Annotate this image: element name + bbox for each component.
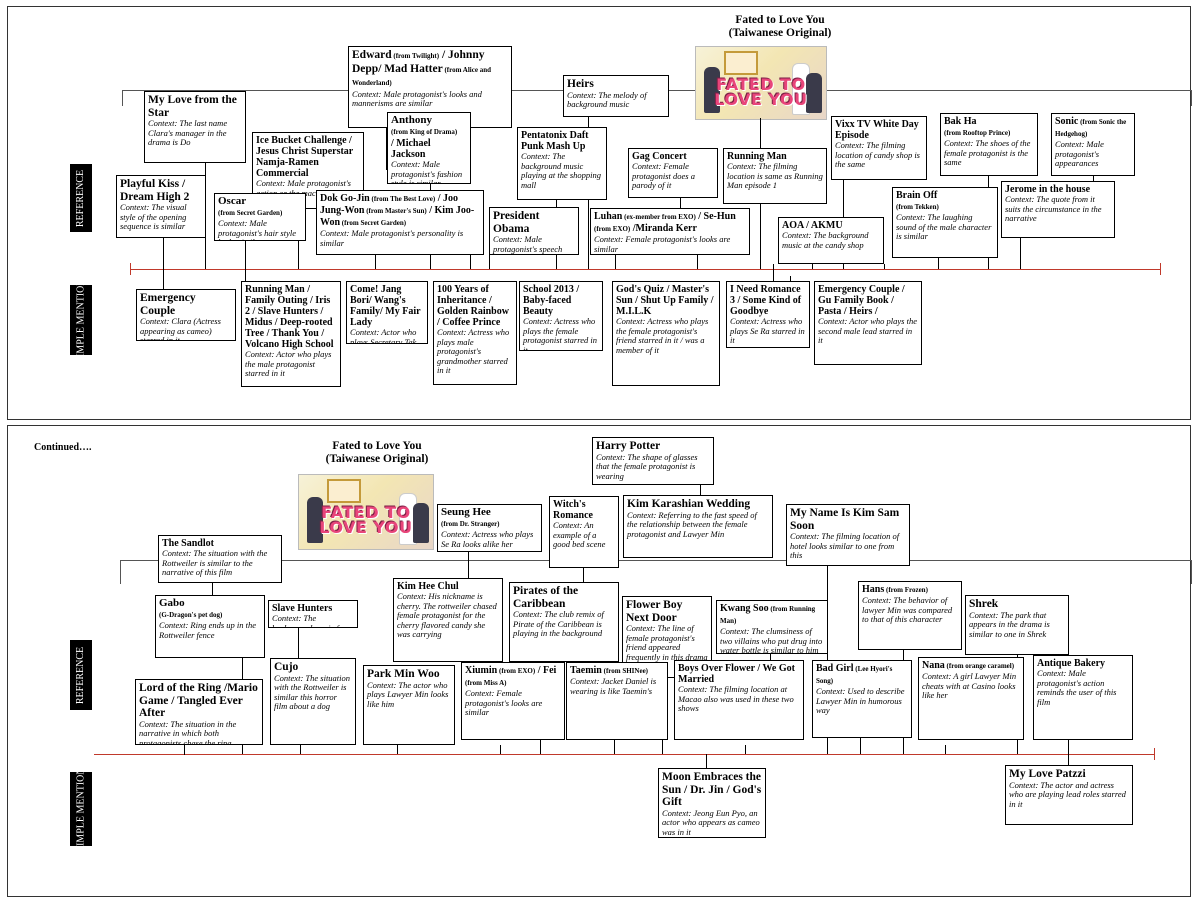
- ref-kwang-soo: Kwang Soo (from Running Man) Context: Th…: [716, 600, 828, 654]
- poster-image-2: FATED TO LOVE YOU: [298, 474, 434, 550]
- poster-title-text: Fated to Love You: [735, 14, 825, 26]
- poster-subtitle-text: (Taiwanese Original): [728, 27, 832, 39]
- mention-come-jang-bori: Come! Jang Bori/ Wang's Family/ My Fair …: [346, 281, 428, 344]
- ref-brain-off: Brain Off(from Tekken) Context: The laug…: [892, 187, 998, 258]
- ref-hans: Hans (from Frozen) Context: The behavior…: [858, 581, 962, 650]
- mention-gods-quiz: God's Quiz / Master's Sun / Shut Up Fami…: [612, 281, 720, 386]
- ref-dok-go-jin: Dok Go-Jin (from The Best Love) / Joo Ju…: [316, 190, 484, 255]
- ref-seung-hee: Seung Hee(from Dr. Stranger) Context: Ac…: [437, 504, 542, 552]
- ref-bad-girl: Bad Girl (Lee Hyori's Song) Context: Use…: [812, 660, 912, 738]
- mention-emergency-couple-2: Emergency Couple / Gu Family Book / Past…: [814, 281, 922, 365]
- reference-label-2: REFERENCE: [70, 640, 92, 710]
- poster-logo: FATED TO LOVE YOU: [714, 75, 808, 109]
- poster-image: FATED TO LOVE YOU: [695, 46, 827, 120]
- timeline-bottom: [94, 754, 1154, 755]
- continued-label: Continued….: [34, 442, 92, 453]
- simple-mention-label-2: SIMPLE MENTION: [70, 767, 92, 851]
- ref-luhan: Luhan (ex-member from EXO) / Se-Hun (fro…: [590, 208, 750, 255]
- mention-running-man-family: Running Man / Family Outing / Iris 2 / S…: [241, 281, 341, 387]
- mention-100-years: 100 Years of Inheritance / Golden Rainbo…: [433, 281, 517, 385]
- ref-lord-of-the-ring: Lord of the Ring /Mario Game / Tangled E…: [135, 679, 263, 745]
- poster-title: Fated to Love You (Taiwanese Original): [700, 14, 860, 40]
- timeline-top: [130, 269, 1160, 270]
- ref-bak-ha: Bak Ha(from Rooftop Prince) Context: The…: [940, 113, 1038, 176]
- ref-gabo: Gabo(G-Dragon's pet dog) Context: Ring e…: [155, 595, 265, 658]
- simple-mention-label: SIMPLE MENTION: [70, 278, 92, 362]
- ref-sonic: Sonic (from Sonic the Hedgehog) Context:…: [1051, 113, 1135, 176]
- reference-label: REFERENCE: [70, 164, 92, 232]
- bottom-brace: [120, 560, 1192, 561]
- poster-title-2: Fated to Love You(Taiwanese Original): [325, 440, 429, 465]
- ref-anthony: Anthony(from King of Drama)/ Michael Jac…: [387, 112, 471, 184]
- ref-oscar: Oscar(from Secret Garden) Context: Male …: [214, 193, 306, 241]
- ref-taemin: Taemin (from SHINee) Context: Jacket Dan…: [566, 662, 668, 740]
- mention-moon-embraces-the-sun: Moon Embraces the Sun / Dr. Jin / God's …: [658, 768, 766, 838]
- ref-xiumin: Xiumin (from EXO) / Fei (from Miss A) Co…: [461, 662, 565, 740]
- ref-nana: Nana (from orange caramel) Context: A gi…: [918, 657, 1024, 740]
